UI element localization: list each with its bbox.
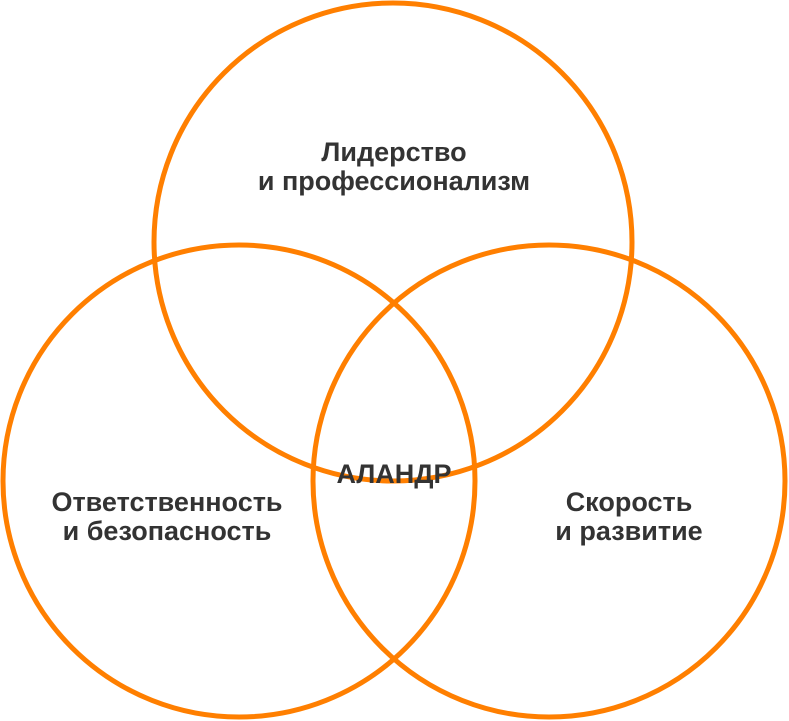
label-leadership-line2: и профессионализм [257,166,531,196]
circle-leadership [151,0,635,484]
label-speed-line1: Скорость [565,487,693,517]
label-leadership-line1: Лидерство [321,137,467,167]
label-speed: Скорость и развитие [555,488,702,546]
label-responsibility-line1: Ответственность [51,487,283,517]
label-responsibility-line2: и безопасность [62,516,272,546]
label-speed-line2: и развитие [555,516,703,546]
center-label-text: АЛАНДР [336,459,452,489]
circle-speed [310,242,788,720]
circle-responsibility [0,242,478,720]
label-leadership: Лидерство и профессионализм [258,138,530,196]
label-center: АЛАНДР [336,460,451,489]
label-responsibility: Ответственность и безопасность [51,488,282,546]
